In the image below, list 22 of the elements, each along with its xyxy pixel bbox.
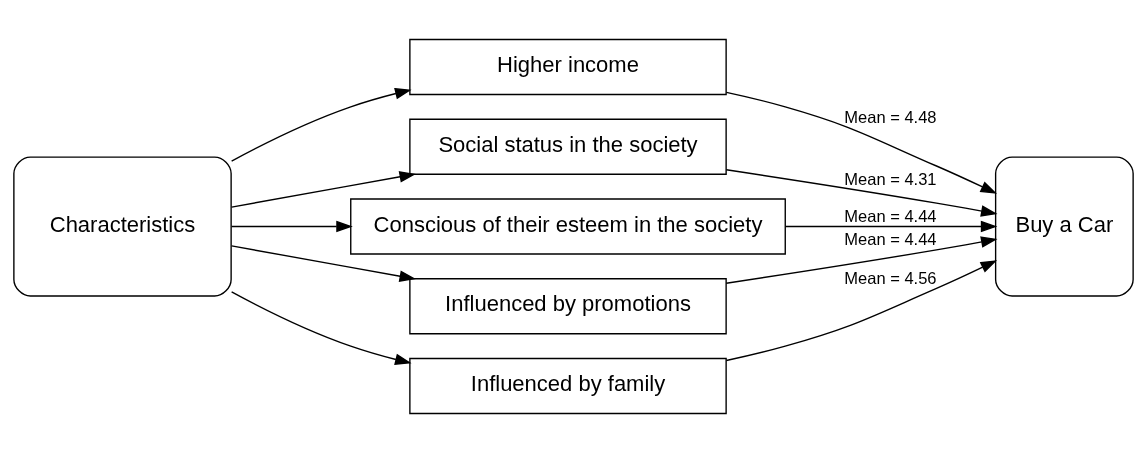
- arrow: [784, 220, 998, 232]
- arrow: [230, 290, 412, 365]
- arrow: [725, 259, 998, 361]
- arrow: [230, 220, 353, 232]
- arrow: [230, 244, 416, 282]
- arrow: [725, 235, 998, 284]
- node-box: Conscious of their esteem in the society: [350, 197, 786, 255]
- arrow: [725, 168, 998, 217]
- arrow: [230, 170, 416, 208]
- arrow: [230, 87, 412, 162]
- node-box: Higher income: [409, 38, 727, 95]
- node-box: Buy a Car: [994, 155, 1134, 297]
- node-box: Influenced by family: [409, 357, 727, 414]
- edge-label: Mean = 4.44: [844, 206, 937, 225]
- node-box: Social status in the society: [409, 118, 727, 175]
- edge-label: Mean = 4.44: [844, 229, 937, 248]
- arrow: [725, 91, 998, 194]
- edge-label: Mean = 4.31: [844, 169, 937, 188]
- edge-label: Mean = 4.56: [844, 268, 937, 287]
- node-box: Characteristics: [13, 155, 232, 297]
- edge-label: Mean = 4.48: [844, 107, 937, 126]
- node-box: Influenced by promotions: [409, 277, 727, 334]
